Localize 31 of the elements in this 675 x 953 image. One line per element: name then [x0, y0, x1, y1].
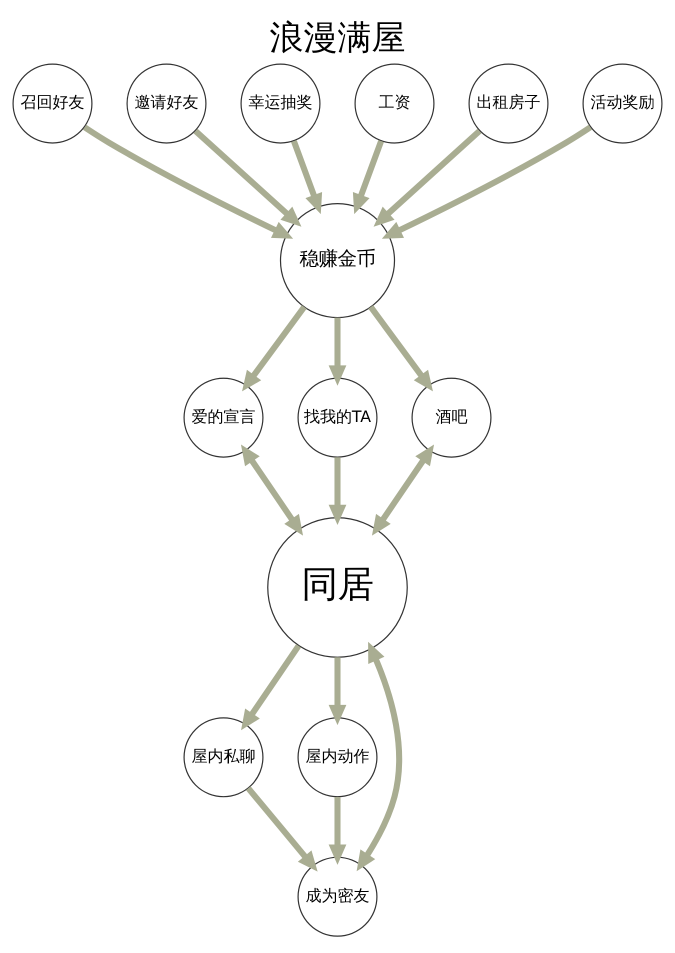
- arrow: [193, 128, 302, 227]
- arrow: [82, 124, 294, 239]
- arrow: [374, 128, 482, 227]
- node-circle: 找我的TA: [297, 378, 378, 458]
- node-circle: 成为密友: [297, 856, 378, 937]
- arrow: [368, 305, 433, 392]
- node-circle: 邀请好友: [126, 64, 207, 144]
- diagram-title: 浪漫满屋: [270, 18, 406, 58]
- node-circle: 爱的宣言: [183, 378, 264, 458]
- arrow: [246, 786, 318, 872]
- arrow: [242, 305, 307, 392]
- node-circle: 工资: [354, 64, 435, 144]
- node-circle: 屋内动作: [297, 717, 378, 798]
- arrow: [372, 444, 434, 536]
- arrow: [356, 642, 402, 872]
- arrow: [328, 318, 346, 386]
- node-circle: 幸运抽奖: [240, 64, 321, 144]
- node-circle: 屋内私聊: [183, 717, 264, 798]
- arrow: [328, 797, 346, 865]
- node-circle: 召回好友: [12, 64, 93, 144]
- arrow: [352, 140, 384, 214]
- node-circle: 酒吧: [411, 378, 492, 458]
- arrow: [382, 124, 592, 239]
- arrow: [291, 140, 322, 214]
- node-circle: 出租房子: [468, 64, 549, 144]
- arrow: [241, 644, 302, 730]
- node-circle: 同居: [267, 517, 408, 658]
- arrow: [328, 457, 346, 526]
- node-circle: 活动奖励: [582, 64, 663, 144]
- arrow: [328, 657, 346, 726]
- arrow: [240, 444, 304, 536]
